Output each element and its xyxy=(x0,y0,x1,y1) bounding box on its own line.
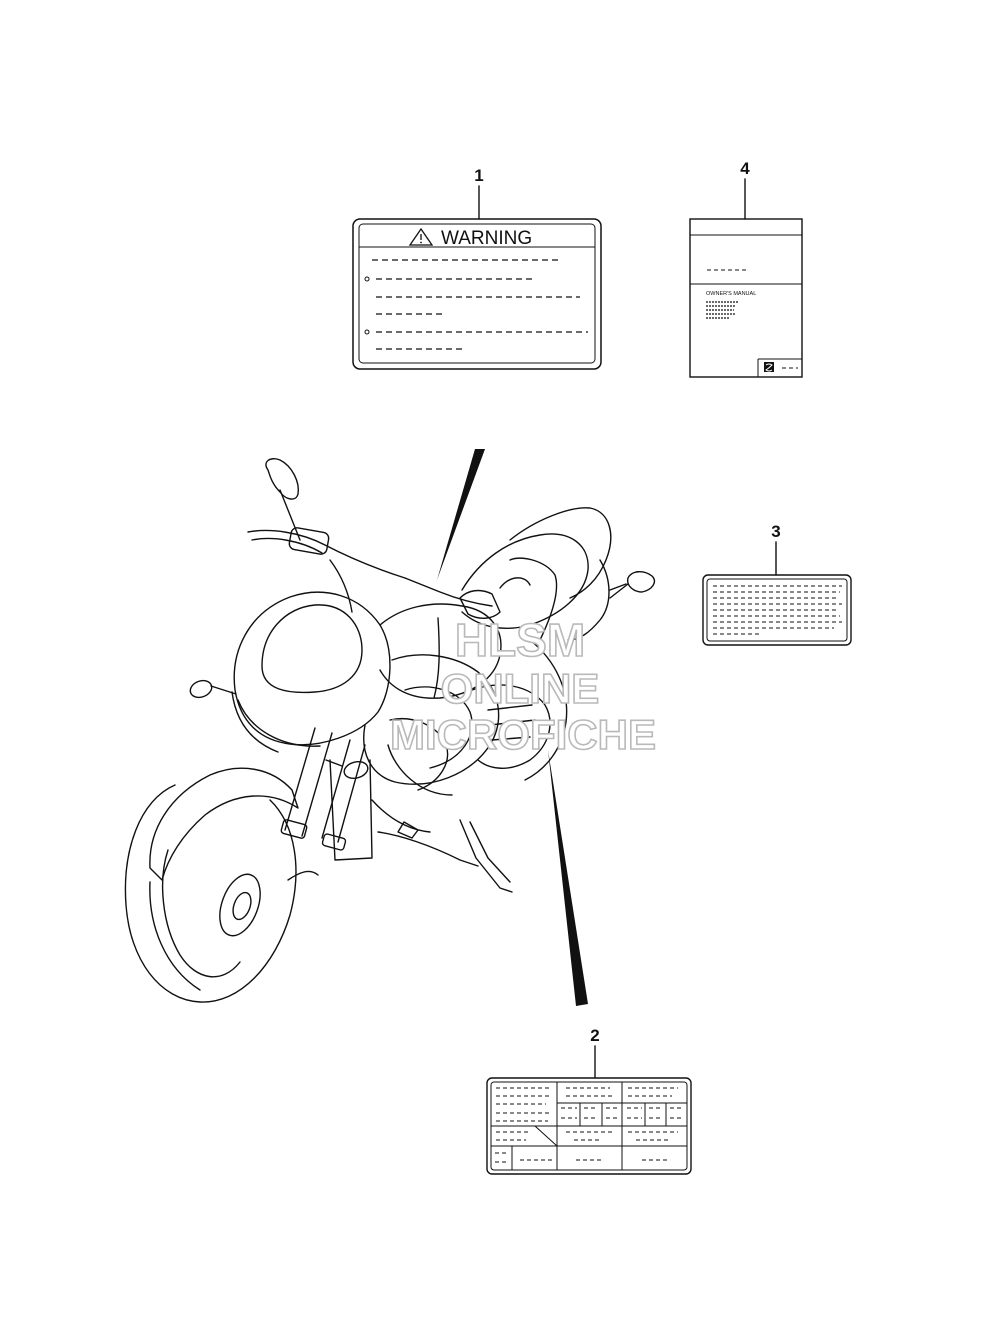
headlight-cowl xyxy=(231,591,391,753)
warning-body-text-lines xyxy=(364,259,588,350)
callout-number-3: 3 xyxy=(771,522,780,541)
fuel-tank xyxy=(379,603,502,699)
right-mirror xyxy=(609,571,656,599)
watermark: HLSM ONLINE MICROFICHE xyxy=(389,613,657,759)
spec-label-outline xyxy=(486,1077,692,1175)
info-label-text-lines xyxy=(713,585,842,635)
callout-number-2: 2 xyxy=(590,1026,599,1045)
watermark-line-2: ONLINE xyxy=(441,665,600,712)
warning-title: WARNING xyxy=(441,228,532,249)
info-label-inner-border xyxy=(706,578,848,642)
part-4-owners-manual: 4 OWNER'S MANUAL xyxy=(689,159,803,378)
watermark-line-3: MICROFICHE xyxy=(390,711,656,758)
front-turn-signal-right xyxy=(325,759,369,780)
brand-logo-icon xyxy=(764,362,774,372)
frame-and-radiator xyxy=(329,759,431,861)
front-wheel xyxy=(124,784,297,1003)
info-label-outline xyxy=(702,574,852,646)
pointer-part-2 xyxy=(548,750,588,1006)
handlebar xyxy=(247,527,501,619)
part-2-spec-label: 2 xyxy=(486,1026,692,1175)
front-fender xyxy=(149,767,299,881)
tail-section xyxy=(567,559,627,641)
owners-manual-caption: OWNER'S MANUAL xyxy=(706,291,756,297)
warning-label-outline xyxy=(352,218,602,370)
part-1-warning-label: 1 WARNING xyxy=(352,166,602,370)
callout-number-1: 1 xyxy=(474,166,483,185)
callout-number-4: 4 xyxy=(740,159,750,178)
owners-manual-cover xyxy=(689,218,803,378)
seat xyxy=(461,507,612,641)
warning-label-inner-border xyxy=(358,223,596,364)
front-turn-signal-left xyxy=(189,679,237,699)
exhaust-and-kickstand xyxy=(377,819,513,893)
spec-label-text-lines xyxy=(495,1087,684,1163)
part-3-info-label: 3 xyxy=(702,522,852,646)
motorcycle-illustration xyxy=(124,458,656,1003)
spec-label-grid xyxy=(491,1082,687,1170)
manual-text-lines xyxy=(706,301,738,319)
front-forks xyxy=(280,727,366,881)
pointer-part-1 xyxy=(437,449,485,580)
warning-triangle-icon xyxy=(408,227,434,246)
left-mirror xyxy=(265,458,301,541)
watermark-line-1: HLSM xyxy=(455,614,585,666)
engine-block xyxy=(363,639,568,796)
